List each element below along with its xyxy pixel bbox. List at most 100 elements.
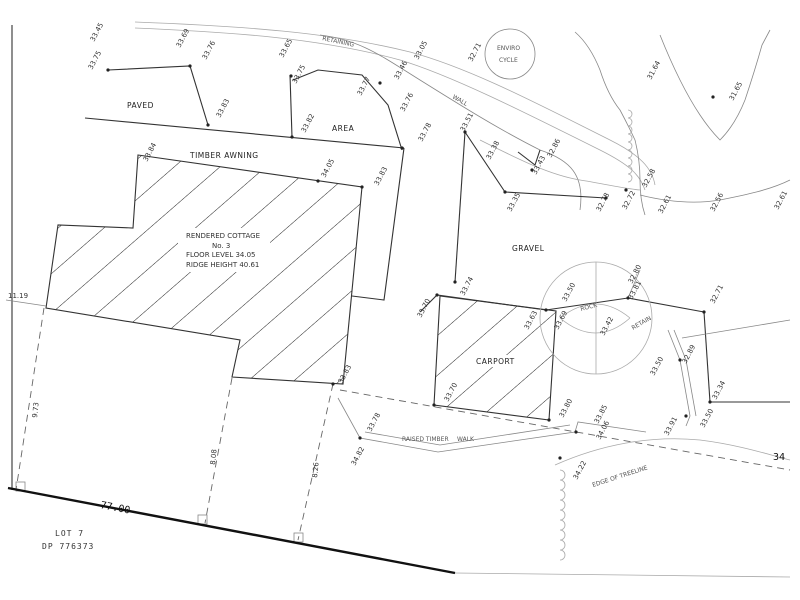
- raised-timber-walk: [337, 397, 647, 453]
- boundary-length-label: 77.00: [99, 500, 131, 516]
- left-dim-line: [5, 299, 47, 307]
- svg-text:33.76: 33.76: [399, 91, 416, 113]
- east-wall-top: [627, 269, 641, 299]
- svg-text:32.72: 32.72: [621, 189, 637, 210]
- edge-of-treeline-label: EDGE OF TREELINE: [591, 464, 648, 489]
- svg-text:32.61: 32.61: [657, 193, 673, 214]
- svg-text:32.86: 32.86: [546, 137, 563, 159]
- gravel-west-edge: [454, 131, 466, 283]
- svg-text:33.76: 33.76: [201, 39, 218, 61]
- svg-text:33.77: 33.77: [356, 75, 372, 96]
- svg-text:33.35: 33.35: [506, 191, 522, 212]
- svg-text:33.82: 33.82: [300, 112, 316, 133]
- svg-text:33.34: 33.34: [711, 379, 728, 401]
- lot-label-2: DP 776373: [42, 542, 94, 551]
- retain-label: RETAIN: [631, 315, 653, 332]
- svg-text:33.65: 33.65: [278, 37, 294, 58]
- svg-text:32.71: 32.71: [467, 41, 483, 62]
- paved-edge-2: [289, 74, 293, 138]
- treeline-scallops: [627, 109, 633, 183]
- svg-text:32.78: 32.78: [595, 191, 611, 212]
- survey-peg-2: [197, 514, 208, 525]
- svg-text:33.78: 33.78: [366, 411, 382, 432]
- svg-text:33.05: 33.05: [413, 39, 429, 60]
- svg-text:32.71: 32.71: [709, 283, 725, 304]
- svg-text:33.83: 33.83: [215, 97, 231, 118]
- svg-text:33.91: 33.91: [663, 415, 679, 436]
- walk-label: WALK: [457, 436, 475, 443]
- lot-label-1: LOT 7: [55, 529, 84, 538]
- paved-edge: [107, 65, 209, 126]
- svg-text:32.89: 32.89: [681, 343, 697, 364]
- dim-text-3: 8.26: [311, 461, 321, 478]
- carport-label: CARPORT: [476, 357, 515, 366]
- timber-awning-label: TIMBER AWNING: [189, 151, 259, 160]
- svg-text:34.82: 34.82: [350, 445, 366, 466]
- driveway-edge: [339, 389, 791, 471]
- svg-text:31.65: 31.65: [728, 80, 744, 101]
- cottage-label-1: RENDERED COTTAGE: [186, 232, 260, 240]
- left-dim-text: 11.19: [8, 292, 28, 300]
- boundary-end-label: 34: [773, 452, 785, 463]
- svg-text:32.56: 32.56: [709, 191, 726, 213]
- svg-text:34.05: 34.05: [320, 157, 336, 178]
- svg-text:33.75: 33.75: [291, 63, 307, 84]
- svg-text:33.70: 33.70: [416, 297, 432, 318]
- svg-text:33.80: 33.80: [558, 397, 574, 418]
- survey-peg-3: [293, 532, 304, 543]
- treeline-bottom: [559, 469, 566, 561]
- east-level-line: [681, 319, 791, 339]
- raised-timber-label: RAISED TIMBER: [402, 436, 449, 443]
- wall-label: WALL: [451, 94, 469, 109]
- tree-canopy-arcs: [559, 262, 631, 374]
- treeline-upper: [574, 29, 771, 216]
- enviro-cycle-tank: [484, 28, 536, 80]
- svg-text:32.61: 32.61: [773, 189, 789, 210]
- cottage-label-3: FLOOR LEVEL 34.05: [186, 251, 255, 259]
- steps-line: [667, 329, 691, 427]
- gravel-wall-2: [517, 149, 541, 166]
- svg-text:33.74: 33.74: [459, 275, 476, 297]
- cottage-east-wall: [351, 147, 405, 301]
- carport-text-bg: [472, 355, 518, 367]
- svg-text:33.50: 33.50: [699, 407, 715, 428]
- svg-text:33.46: 33.46: [393, 59, 410, 81]
- treeline-lower-right: [639, 179, 791, 203]
- paved-label: PAVED: [127, 101, 154, 110]
- dim-text-1: 9.73: [31, 402, 41, 418]
- area-label: AREA: [332, 124, 355, 133]
- cottage-north-wall: [84, 117, 405, 149]
- top-wall-line: [319, 34, 582, 211]
- cottage-text-bg: [178, 228, 270, 272]
- svg-text:33.38: 33.38: [485, 139, 501, 160]
- cottage-label-4: RIDGE HEIGHT 40.61: [186, 261, 259, 269]
- svg-text:33.42: 33.42: [599, 315, 615, 336]
- gravel-label: GRAVEL: [512, 244, 545, 253]
- retaining-wall-line-2: [134, 21, 656, 186]
- rock-label: ROCK: [580, 301, 599, 312]
- steps-line-2: [673, 329, 697, 417]
- bottom-page-edge: [454, 572, 791, 578]
- svg-text:33.50: 33.50: [561, 281, 577, 302]
- raised-timber-walk-2: [364, 424, 571, 446]
- wall-line-3: [479, 139, 641, 191]
- treeline-edge-line: [554, 438, 791, 466]
- svg-text:33.83: 33.83: [373, 165, 389, 186]
- svg-text:33.75: 33.75: [87, 49, 103, 70]
- lot-boundary: [7, 486, 456, 575]
- retaining-wall-line: [134, 27, 646, 191]
- svg-text:33.78: 33.78: [417, 121, 433, 142]
- dim-text-2: 8.08: [209, 449, 219, 465]
- svg-text:34.22: 34.22: [572, 459, 588, 480]
- lot-dim-left: [15, 307, 45, 491]
- cycle-label: CYCLE: [499, 57, 518, 64]
- cottage-label-2: No. 3: [212, 242, 230, 250]
- spot-levels: [106, 64, 715, 460]
- svg-text:32.58: 32.58: [641, 167, 657, 188]
- east-wall: [703, 311, 711, 403]
- svg-text:33.51: 33.51: [459, 111, 475, 132]
- svg-text:33.69: 33.69: [175, 27, 191, 48]
- lot-dim-mid: [204, 377, 233, 524]
- rendered-cottage-outline: [45, 154, 363, 385]
